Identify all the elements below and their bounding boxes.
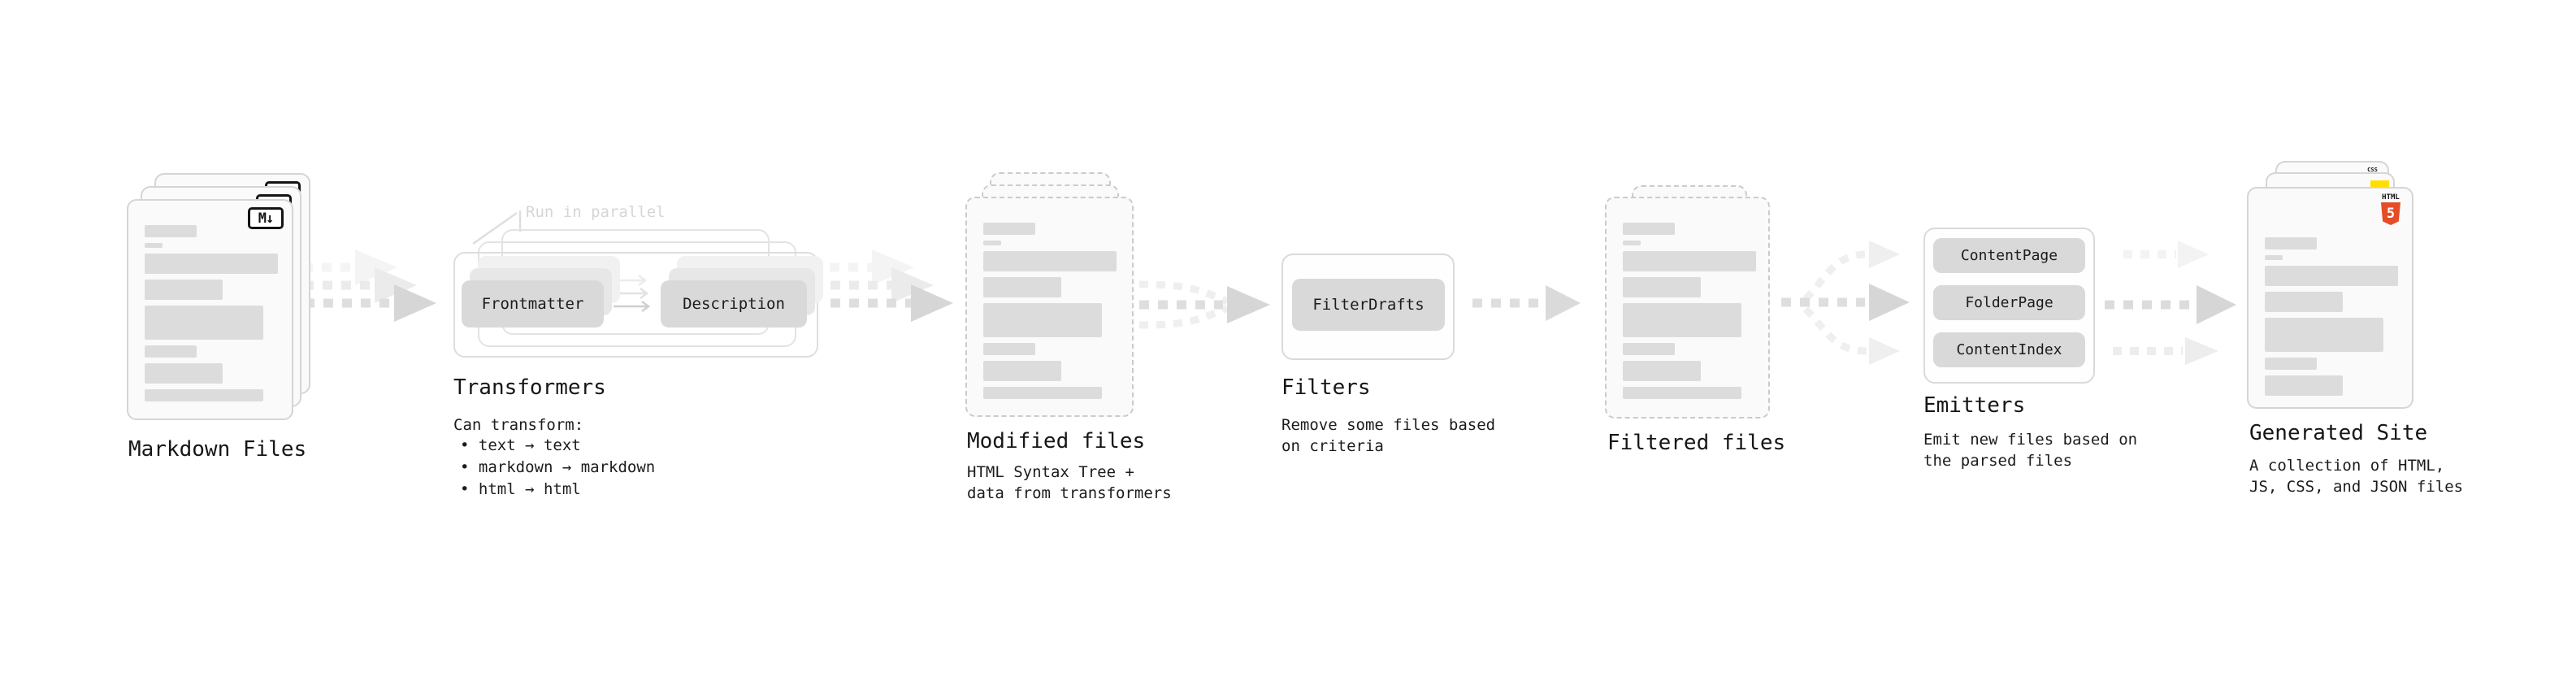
modified-files-caption: HTML Syntax Tree + data from transformer… — [967, 462, 1172, 504]
placeholder-line — [145, 254, 278, 274]
arrow-emitters-to-site — [2105, 241, 2236, 365]
placeholder-line — [145, 225, 197, 237]
transformers-heading: Transformers — [453, 375, 606, 400]
transformer-box-front — [453, 252, 818, 358]
placeholder-line — [983, 223, 1035, 235]
transform-bullet: • markdown → markdown — [460, 458, 656, 476]
filter-pill-filterdrafts: FilterDrafts — [1292, 279, 1445, 331]
html5-icon: HTML 5 — [2380, 194, 2401, 225]
transformers-bullets: • text → text • markdown → markdown • ht… — [460, 435, 655, 501]
filtered-file-card-front — [1605, 197, 1770, 419]
markdown-icon: M↓ — [248, 207, 284, 229]
transformer-pill-frontmatter: Frontmatter — [462, 280, 604, 327]
document-placeholder-lines — [145, 225, 278, 407]
filters-caption: Remove some files based on criteria — [1281, 414, 1495, 457]
placeholder-line — [1623, 241, 1641, 245]
css-icon-text: CSS — [2367, 167, 2378, 173]
placeholder-line — [2265, 255, 2283, 260]
caption-line: JS, CSS, and JSON files — [2249, 478, 2464, 496]
arrow-transformers-to-modified — [792, 249, 953, 322]
caption-line: the parsed files — [1923, 452, 2073, 470]
placeholder-line — [145, 306, 263, 340]
stage-filtered-files: Filtered files — [1605, 185, 1824, 494]
markdown-files-label: Markdown Files — [128, 437, 307, 462]
html5-icon-text: HTML — [2382, 193, 2400, 202]
placeholder-line — [2265, 237, 2317, 249]
placeholder-line — [983, 303, 1102, 337]
caption-line: data from transformers — [967, 484, 1172, 502]
placeholder-line — [1623, 251, 1756, 271]
arrow-filters-to-filtered — [1472, 285, 1581, 321]
caption-line: Emit new files based on — [1923, 431, 2138, 449]
placeholder-line — [145, 280, 223, 300]
placeholder-line — [983, 387, 1102, 399]
markdown-file-card-front: M↓ — [127, 199, 293, 420]
placeholder-line — [2265, 375, 2343, 396]
generated-site-heading: Generated Site — [2249, 421, 2428, 445]
placeholder-line — [983, 251, 1117, 271]
emitter-pill-contentpage: ContentPage — [1933, 238, 2085, 273]
placeholder-line — [145, 363, 223, 384]
placeholder-line — [983, 343, 1035, 355]
placeholder-line — [1623, 361, 1701, 381]
modified-files-heading: Modified files — [967, 429, 1146, 453]
placeholder-line — [2265, 266, 2398, 286]
arrow-markdown-to-transformers — [266, 249, 436, 322]
run-in-parallel-note: Run in parallel — [526, 203, 666, 221]
stage-emitters: ContentPage FolderPage ContentIndex Emit… — [1923, 228, 2167, 488]
stage-filters: FilterDrafts Filters Remove some files b… — [1281, 254, 1525, 481]
placeholder-line — [2265, 358, 2317, 370]
generated-site-caption: A collection of HTML, JS, CSS, and JSON … — [2249, 455, 2463, 497]
caption-line: Remove some files based — [1281, 416, 1496, 434]
placeholder-line — [1623, 387, 1741, 399]
emitters-heading: Emitters — [1923, 393, 2026, 418]
transform-bullet: • html → html — [460, 480, 581, 498]
caption-line: on criteria — [1281, 437, 1384, 455]
placeholder-line — [1623, 343, 1675, 355]
placeholder-line — [1623, 277, 1701, 297]
stage-transformers: Run in parallel Frontmatter Description … — [453, 203, 827, 512]
filters-heading: Filters — [1281, 375, 1371, 400]
placeholder-line — [983, 241, 1001, 245]
emitter-pill-contentindex: ContentIndex — [1933, 332, 2085, 367]
document-placeholder-lines — [983, 223, 1117, 405]
site-file-card-html: HTML 5 — [2247, 187, 2413, 409]
placeholder-line — [145, 243, 163, 248]
placeholder-line — [2265, 292, 2343, 312]
stage-markdown-files: M↓ M↓ M↓ Markdown Files — [127, 173, 338, 482]
arrow-filtered-to-emitters — [1781, 241, 1910, 365]
caption-line: HTML Syntax Tree + — [967, 463, 1134, 481]
arrow-modified-to-filters — [1138, 280, 1270, 329]
filtered-files-label: Filtered files — [1607, 431, 1786, 455]
placeholder-line — [2265, 318, 2383, 352]
placeholder-line — [1623, 303, 1741, 337]
placeholder-line — [145, 345, 197, 358]
stage-generated-site: CSS HTML 5 Generated Site A co — [2247, 161, 2491, 518]
run-in-parallel-connector — [472, 210, 522, 245]
placeholder-line — [145, 389, 263, 401]
transformers-caption: Can transform: — [453, 416, 584, 434]
emitters-caption: Emit new files based on the parsed files — [1923, 429, 2137, 471]
html5-icon-shield: 5 — [2381, 202, 2400, 225]
modified-file-card-front — [965, 197, 1134, 417]
document-placeholder-lines — [2265, 237, 2398, 401]
stage-modified-files: Modified files HTML Syntax Tree + data f… — [965, 172, 1193, 514]
caption-line: A collection of HTML, — [2249, 457, 2445, 475]
placeholder-line — [1623, 223, 1675, 235]
transformer-pill-description: Description — [661, 280, 807, 327]
html5-icon-number: 5 — [2386, 206, 2396, 222]
placeholder-line — [983, 361, 1061, 381]
document-placeholder-lines — [1623, 223, 1756, 405]
transform-bullet: • text → text — [460, 436, 581, 454]
placeholder-line — [983, 277, 1061, 297]
emitter-pill-folderpage: FolderPage — [1933, 285, 2085, 320]
